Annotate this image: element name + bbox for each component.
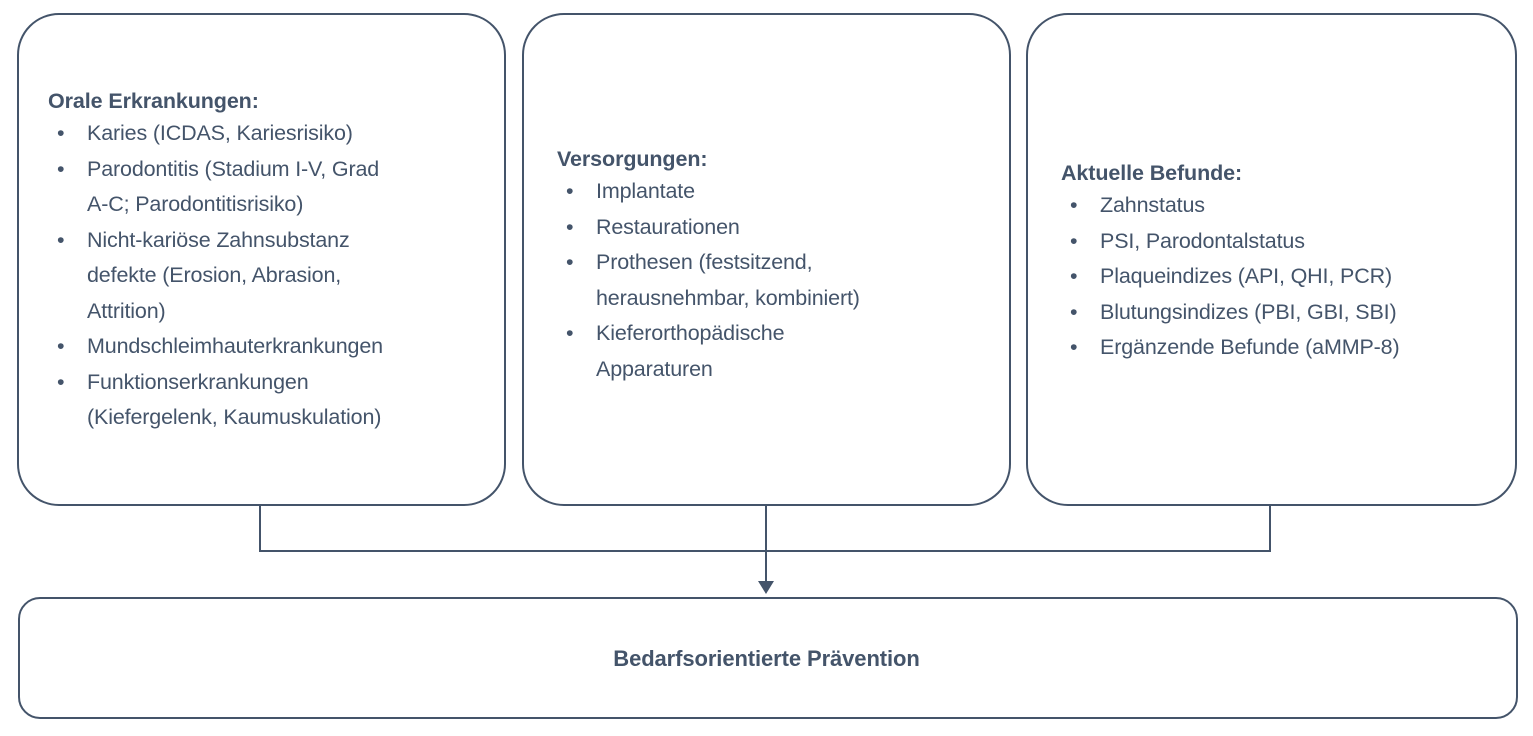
list-item-line: (Kiefergelenk, Kaumuskulation) [87, 405, 382, 429]
bullet-icon: • [566, 321, 574, 345]
list-item-line: Funktionserkrankungen [87, 369, 309, 394]
bullet-icon: • [57, 334, 65, 358]
list-item: • Karies (ICDAS, Kariesrisiko) [48, 116, 488, 152]
arrow-down-icon [758, 581, 774, 594]
list-item-line: Ergänzende Befunde (aMMP-8) [1100, 335, 1400, 359]
bullet-icon: • [57, 121, 65, 145]
bullet-icon: • [566, 250, 574, 274]
list-item: • Restaurationen [557, 210, 997, 246]
box-versorgungen-list: • Implantate • Restaurationen • Prothese… [557, 174, 997, 387]
list-item: • Kieferorthopädische Apparaturen [557, 316, 997, 387]
box-versorgungen-content: Versorgungen: • Implantate • Restauratio… [557, 144, 997, 387]
list-item-line: Apparaturen [596, 356, 713, 381]
box-versorgungen [522, 13, 1011, 506]
list-item: • Zahnstatus [1061, 188, 1506, 224]
list-item-line: Attrition) [87, 298, 166, 323]
connector-line-box1-down [259, 505, 262, 552]
list-item-line: Restaurationen [596, 214, 740, 239]
connector-line-box2-down [765, 505, 768, 552]
list-item-line: Kieferorthopädische [596, 321, 785, 345]
box-versorgungen-heading: Versorgungen: [557, 147, 708, 171]
list-item-line: defekte (Erosion, Abrasion, [87, 263, 342, 287]
bullet-icon: • [1070, 299, 1078, 324]
box-aktuelle-befunde [1026, 13, 1517, 506]
bullet-icon: • [1070, 264, 1078, 288]
bullet-icon: • [566, 179, 574, 203]
bullet-icon: • [1070, 193, 1078, 217]
list-item: • Funktionserkrankungen (Kiefergelenk, K… [48, 365, 488, 436]
list-item-line: Implantate [596, 179, 695, 203]
list-item: • Ergänzende Befunde (aMMP-8) [1061, 330, 1506, 366]
list-item: • Plaqueindizes (API, QHI, PCR) [1061, 259, 1506, 295]
bullet-icon: • [57, 369, 65, 394]
box-aktuelle-befunde-content: Aktuelle Befunde: • Zahnstatus • PSI, Pa… [1061, 158, 1506, 366]
box-orale-erkrankungen-content: Orale Erkrankungen: • Karies (ICDAS, Kar… [48, 86, 488, 436]
list-item-line: Karies (ICDAS, Kariesrisiko) [87, 121, 353, 145]
bullet-icon: • [57, 227, 65, 252]
bullet-icon: • [566, 214, 574, 239]
box-orale-erkrankungen [17, 13, 506, 506]
connector-arrow-shaft [765, 550, 768, 583]
list-item: • Mundschleimhauterkrankungen [48, 329, 488, 365]
list-item-line: Mundschleimhauterkrankungen [87, 334, 383, 358]
box-aktuelle-befunde-heading: Aktuelle Befunde: [1061, 161, 1243, 185]
list-item: • Parodontitis (Stadium I-V, Grad A-C; P… [48, 152, 488, 223]
list-item: • Blutungsindizes (PBI, GBI, SBI) [1061, 295, 1506, 331]
list-item-line: herausnehmbar, kombiniert) [596, 285, 860, 310]
list-item: • Prothesen (festsitzend, herausnehmbar,… [557, 245, 997, 316]
box-aktuelle-befunde-list: • Zahnstatus • PSI, Parodontalstatus • P… [1061, 188, 1506, 366]
list-item-line: Zahnstatus [1100, 193, 1205, 217]
list-item-line: Parodontitis (Stadium I-V, Grad [87, 156, 380, 181]
list-item-line: Blutungsindizes (PBI, GBI, SBI) [1100, 299, 1397, 324]
list-item: • Nicht-kariöse Zahnsubstanz defekte (Er… [48, 223, 488, 330]
box-bedarfsorientierte-praevention [18, 597, 1518, 719]
list-item-line: A-C; Parodontitisrisiko) [87, 192, 304, 216]
box-orale-erkrankungen-heading: Orale Erkrankungen: [48, 89, 259, 113]
box-orale-erkrankungen-list: • Karies (ICDAS, Kariesrisiko) • Parodon… [48, 116, 488, 436]
list-item-line: Nicht-kariöse Zahnsubstanz [87, 227, 350, 252]
bullet-icon: • [1070, 228, 1078, 253]
connector-line-box3-down [1269, 505, 1272, 552]
list-item-line: Plaqueindizes (API, QHI, PCR) [1100, 264, 1392, 288]
list-item: • Implantate [557, 174, 997, 210]
bullet-icon: • [57, 156, 65, 181]
list-item-line: Prothesen (festsitzend, [596, 250, 813, 274]
list-item: • PSI, Parodontalstatus [1061, 224, 1506, 260]
bullet-icon: • [1070, 335, 1078, 359]
list-item-line: PSI, Parodontalstatus [1100, 228, 1305, 253]
bottom-box-title: Bedarfsorientierte Prävention [613, 646, 920, 671]
